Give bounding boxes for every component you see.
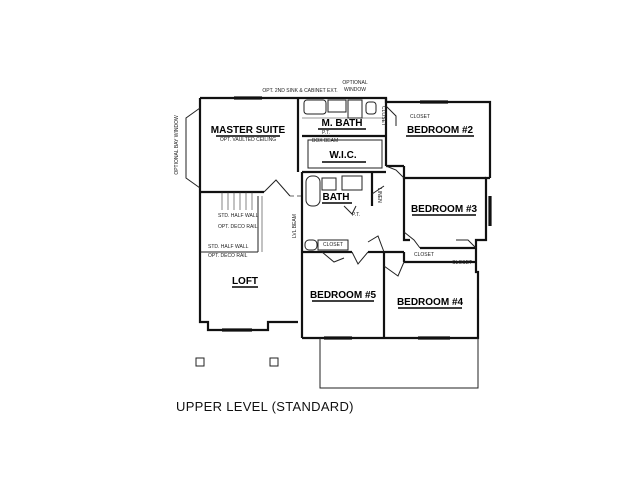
note-pt-1: P.T. [322, 130, 330, 136]
windows [222, 96, 492, 340]
note-opt-deco-rail-1: OPT. DECO RAIL [218, 224, 258, 230]
doors [263, 105, 477, 277]
room-labels: MASTER SUITE M. BATH BEDROOM #2 W.I.C. B… [211, 118, 478, 309]
room-bedroom-4: BEDROOM #4 [397, 297, 464, 308]
note-closet-5: CLOSET [410, 114, 430, 120]
room-bedroom-5: BEDROOM #5 [310, 290, 377, 301]
note-std-half-wall-2: STD. HALF WALL [208, 244, 249, 250]
room-bedroom-2: BEDROOM #2 [407, 125, 474, 136]
note-opt-sink: OPT. 2ND SINK & CABINET EXT. [262, 88, 337, 94]
room-bath: BATH [322, 192, 349, 203]
deck [195, 338, 479, 389]
room-loft: LOFT [232, 276, 258, 287]
note-lvl-beam: LVL BEAM [292, 214, 298, 238]
plan-notes: OPT. 2ND SINK & CABINET EXT. OPTIONAL WI… [174, 80, 472, 266]
room-bedroom-3: BEDROOM #3 [411, 204, 478, 215]
plan-caption: UPPER LEVEL (STANDARD) [176, 399, 354, 414]
note-opt-window-2: WINDOW [344, 87, 366, 93]
note-closet-4: CLOSET [452, 260, 472, 266]
note-linen: LINEN [376, 188, 382, 203]
note-closet-3: CLOSET [414, 252, 434, 258]
room-m-bath: M. BATH [322, 118, 363, 129]
note-std-half-wall-1: STD. HALF WALL [218, 213, 259, 219]
note-closet-1: CLOSET [380, 106, 386, 126]
note-pt-2: P.T. [352, 212, 360, 218]
note-opt-deco-rail-2: OPT. DECO RAIL [208, 253, 248, 259]
room-wic: W.I.C. [329, 150, 356, 161]
note-closet-2: CLOSET [323, 242, 343, 248]
note-box-beam: BOX BEAM [312, 138, 338, 144]
note-opt-bay-window: OPTIONAL BAY WINDOW [174, 115, 180, 175]
note-vaulted: OPT. VAULTED CEILING [220, 137, 276, 143]
note-opt-window-1: OPTIONAL [342, 80, 368, 86]
room-master-suite: MASTER SUITE [211, 125, 286, 136]
interior-walls [200, 98, 486, 338]
staircase [221, 192, 253, 210]
fixtures [302, 99, 386, 251]
